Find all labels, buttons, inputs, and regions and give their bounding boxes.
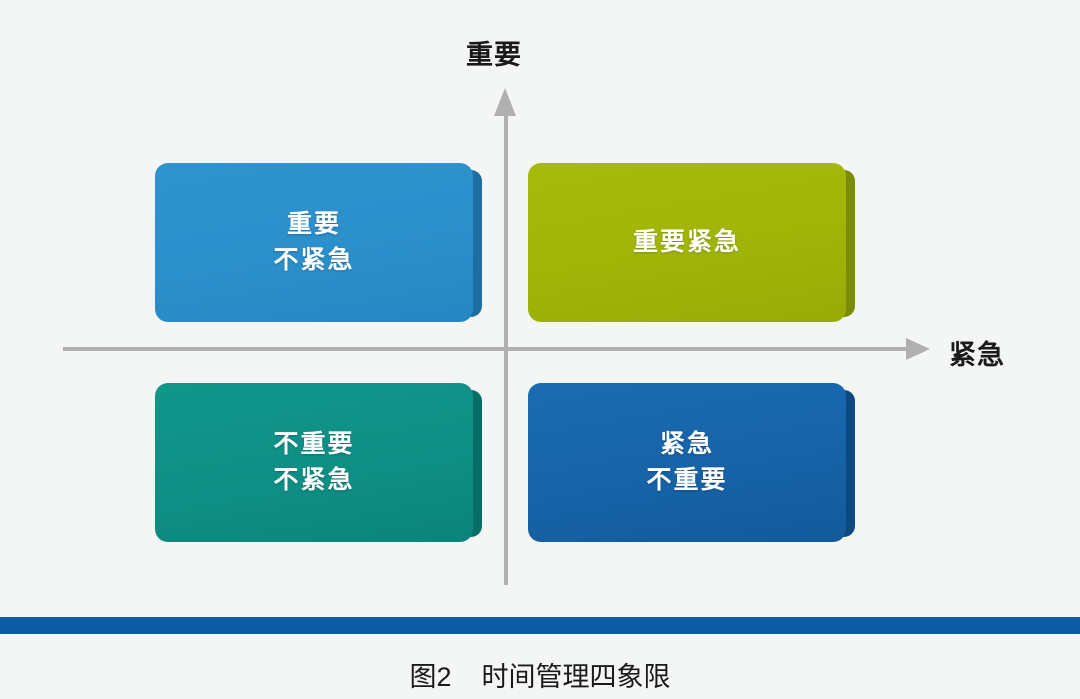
quadrant-label-line: 不重要 bbox=[273, 430, 355, 458]
quadrant-label: 重要 不紧急 bbox=[273, 207, 354, 278]
quadrant-bevel bbox=[470, 390, 482, 537]
quadrant-bevel bbox=[843, 390, 855, 537]
quadrant-label-line: 重要 bbox=[286, 210, 341, 238]
quadrant-label: 不重要 不紧急 bbox=[273, 427, 354, 498]
vertical-axis-line bbox=[504, 114, 508, 585]
quadrant-label: 重要紧急 bbox=[633, 225, 741, 261]
vertical-axis bbox=[494, 88, 516, 585]
quadrant-not-important-not-urgent: 不重要 不紧急 bbox=[155, 383, 482, 542]
figure-caption: 图2 时间管理四象限 bbox=[409, 662, 671, 692]
vertical-axis-label: 重要 bbox=[466, 40, 522, 70]
quadrant-label: 紧急 不重要 bbox=[646, 427, 727, 498]
quadrant-label-line: 紧急 bbox=[659, 430, 714, 458]
quadrant-label-line: 不紧急 bbox=[273, 245, 355, 274]
quadrant-label-line: 重要紧急 bbox=[632, 227, 741, 256]
quadrant-important-not-urgent: 重要 不紧急 bbox=[155, 163, 482, 322]
quadrant-label-line: 不重要 bbox=[646, 465, 728, 494]
quadrant-label-line: 不紧急 bbox=[273, 465, 355, 494]
quadrant-urgent-not-important: 紧急 不重要 bbox=[528, 383, 855, 542]
arrow-up-icon bbox=[494, 88, 516, 116]
horizontal-axis bbox=[63, 338, 935, 360]
horizontal-axis-line bbox=[63, 347, 908, 351]
quadrant-bevel bbox=[843, 170, 855, 317]
quadrant-bevel bbox=[470, 170, 482, 317]
arrow-right-icon bbox=[906, 338, 930, 360]
quadrant-important-urgent: 重要紧急 bbox=[528, 163, 855, 322]
horizontal-axis-label: 紧急 bbox=[949, 340, 1005, 370]
bottom-divider-rule bbox=[0, 617, 1080, 634]
